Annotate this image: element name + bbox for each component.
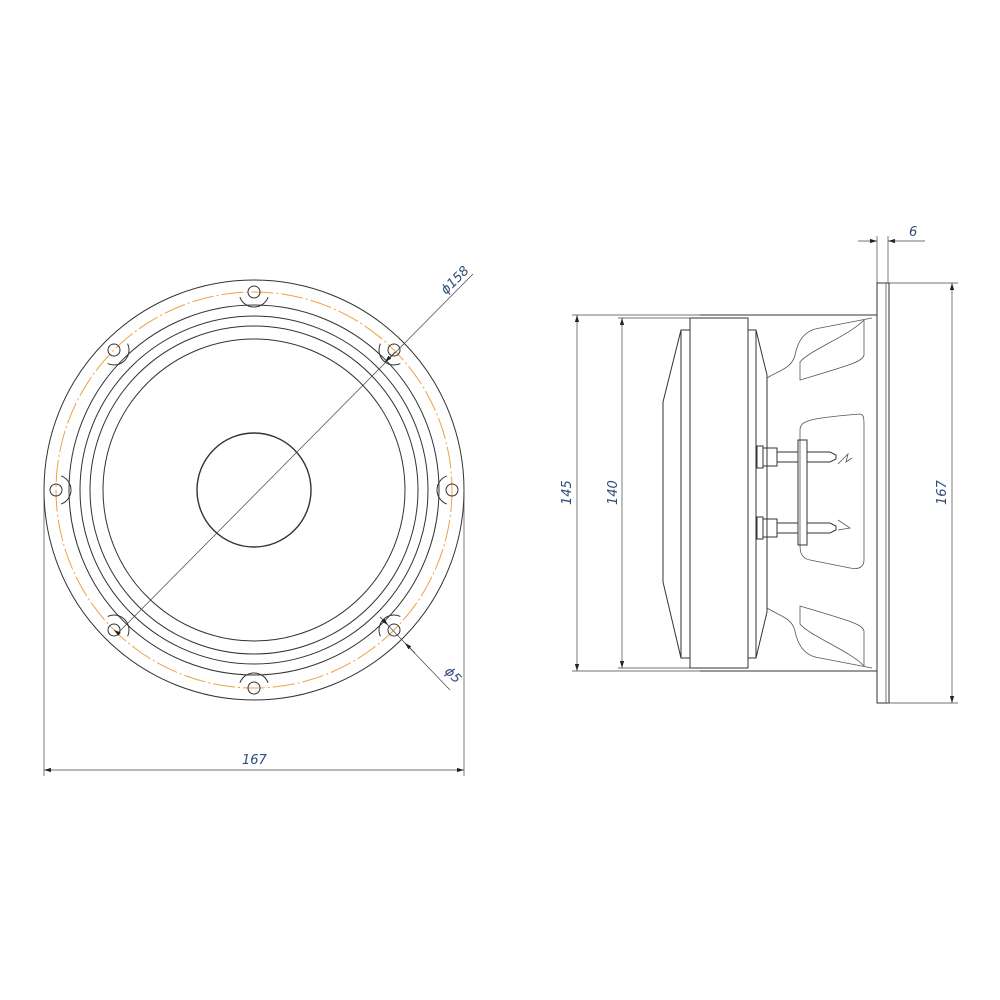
flange-height-label: 167: [935, 479, 950, 505]
surround-ring: [79, 315, 429, 665]
top-plate: [747, 329, 757, 659]
terminal-window: [799, 413, 865, 569]
mounting-center-circle: [55, 291, 453, 689]
mounting-hole: [445, 483, 459, 497]
hole-dimension-line: [379, 616, 451, 691]
hole-diameter-label: ϕ5: [441, 664, 464, 687]
back-plate: [680, 329, 691, 659]
surround-ring: [89, 325, 419, 655]
hole-boss: [436, 475, 448, 505]
surround-ring: [68, 304, 440, 676]
cone-edge-ring: [102, 338, 406, 642]
magnet: [689, 317, 749, 669]
hole-boss: [107, 343, 130, 366]
hole-boss: [107, 614, 130, 637]
hole-boss: [239, 296, 269, 308]
diameter-dimension-line: [117, 273, 474, 634]
outer-frame-circle: [43, 279, 465, 701]
magnet-diameter-label: 140: [606, 480, 621, 505]
terminal-negative: [756, 516, 852, 540]
flange-thickness-label: 6: [909, 225, 917, 240]
hole-boss: [60, 475, 72, 505]
mounting-hole: [247, 681, 261, 695]
hole-boss: [378, 343, 401, 366]
mounting-hole: [387, 623, 401, 637]
mounting-hole: [107, 343, 121, 357]
dust-cap: [196, 432, 312, 548]
mounting-hole: [247, 285, 261, 299]
mounting-circle-label: ϕ158: [438, 264, 472, 298]
flange: [876, 282, 890, 704]
mounting-hole: [49, 483, 63, 497]
mounting-holes: [49, 285, 459, 695]
hole-boss: [239, 672, 269, 684]
side-view: 145 140 167 6: [560, 225, 958, 704]
outer-diameter-label: 167: [242, 753, 268, 768]
mounting-hole: [387, 343, 401, 357]
front-view: ϕ158 ϕ5 167: [43, 264, 474, 776]
terminal-positive: [756, 445, 853, 469]
total-depth-label: 145: [560, 480, 575, 505]
terminal-board: [797, 439, 808, 546]
